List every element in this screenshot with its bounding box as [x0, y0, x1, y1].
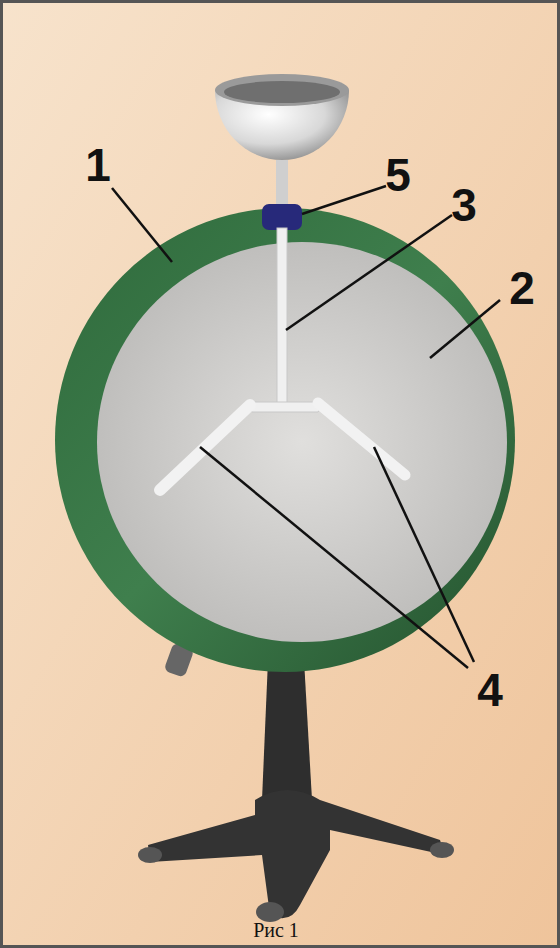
cup	[215, 74, 349, 210]
rod-and-vanes	[160, 228, 405, 490]
callout-number: 5	[385, 152, 411, 198]
scale-disk	[97, 242, 507, 642]
insulator-plug	[262, 204, 302, 230]
stand	[138, 642, 454, 922]
callout-number: 4	[477, 667, 503, 713]
figure-caption: Рис 1	[253, 920, 299, 940]
housing-ring	[55, 208, 515, 672]
callout-number: 1	[85, 142, 111, 188]
callout-number: 2	[509, 265, 535, 311]
callout-number: 3	[451, 182, 477, 228]
leader-lines	[112, 186, 500, 668]
